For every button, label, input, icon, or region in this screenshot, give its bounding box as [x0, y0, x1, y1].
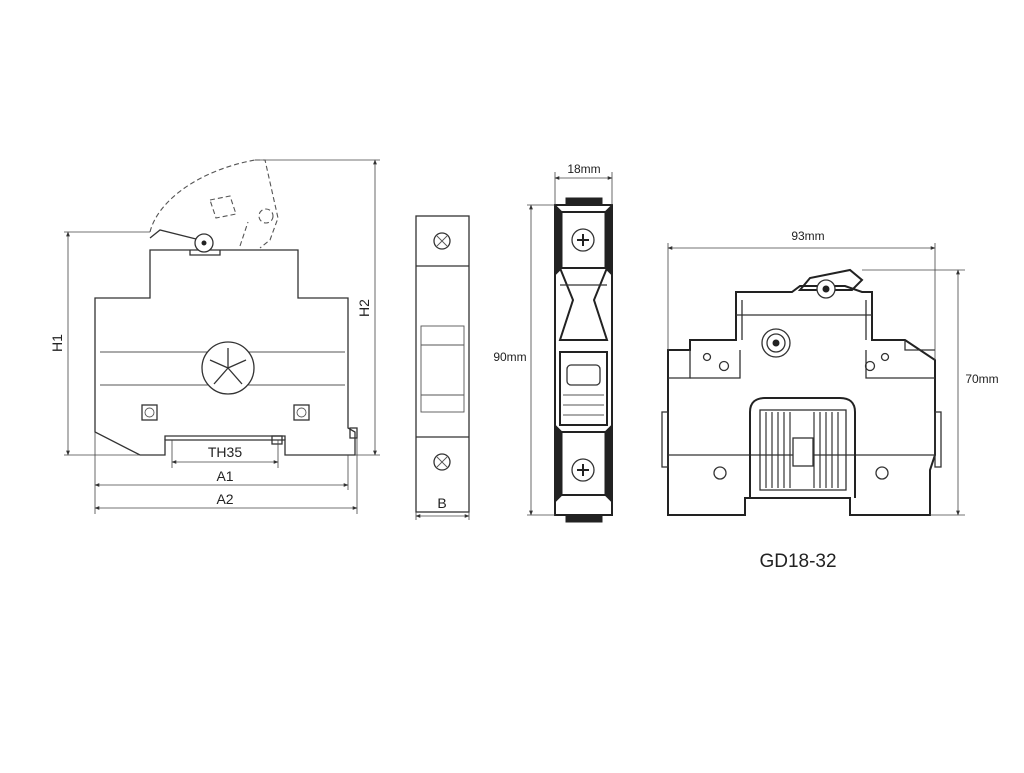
left-bolt: [293, 404, 310, 421]
rail-clip: [164, 435, 286, 440]
right-handle: [797, 268, 864, 299]
rotary-knob: [201, 341, 255, 395]
right-side-tab: [661, 411, 669, 468]
right-terminal: [761, 328, 791, 358]
hole: [702, 352, 712, 362]
dim-h2-label: H2: [356, 299, 372, 317]
right-body-outline: [667, 285, 936, 516]
dim-b-label: B: [437, 495, 446, 511]
side-tab: [349, 427, 358, 439]
front-body: [415, 215, 470, 513]
left-body-outline: [94, 249, 356, 456]
dim-70mm-label: 70mm: [965, 372, 998, 386]
side-window: [566, 364, 601, 386]
handle-lever: [149, 229, 221, 256]
dim-90mm-label: 90mm: [493, 350, 526, 364]
hole: [875, 466, 889, 480]
front-window: [420, 325, 465, 413]
rail-latch: [271, 435, 283, 445]
front-screw-bottom: [433, 453, 451, 471]
dim-18mm-label: 18mm: [567, 162, 600, 176]
dim-93mm-label: 93mm: [791, 229, 824, 243]
side-bottom-cap: [565, 514, 603, 523]
front-screw-top: [433, 232, 451, 250]
ribbed-block: [749, 397, 856, 498]
side-top-cap: [565, 197, 603, 206]
left-view: H1 H2 TH35 A1 A2: [49, 159, 380, 514]
dim-h1-label: H1: [49, 334, 65, 352]
hole: [718, 360, 730, 372]
front-view: B: [415, 215, 470, 520]
model-label: GD18-32: [759, 551, 836, 572]
hole: [880, 352, 890, 362]
left-bolt: [141, 404, 158, 421]
dim-a2-label: A2: [216, 491, 233, 507]
dim-a1-label: A1: [216, 468, 233, 484]
side-view: 18mm 90mm: [493, 162, 613, 523]
right-side-tab: [934, 411, 942, 468]
dim-th35-label: TH35: [208, 444, 242, 460]
hole: [713, 466, 727, 480]
right-view: 93mm 70mm: [661, 229, 999, 516]
side-screw-top: [571, 228, 595, 252]
hole: [864, 360, 876, 372]
side-hourglass: [558, 267, 609, 341]
handle-open-position: [149, 159, 279, 249]
side-screw-bottom: [571, 458, 595, 482]
